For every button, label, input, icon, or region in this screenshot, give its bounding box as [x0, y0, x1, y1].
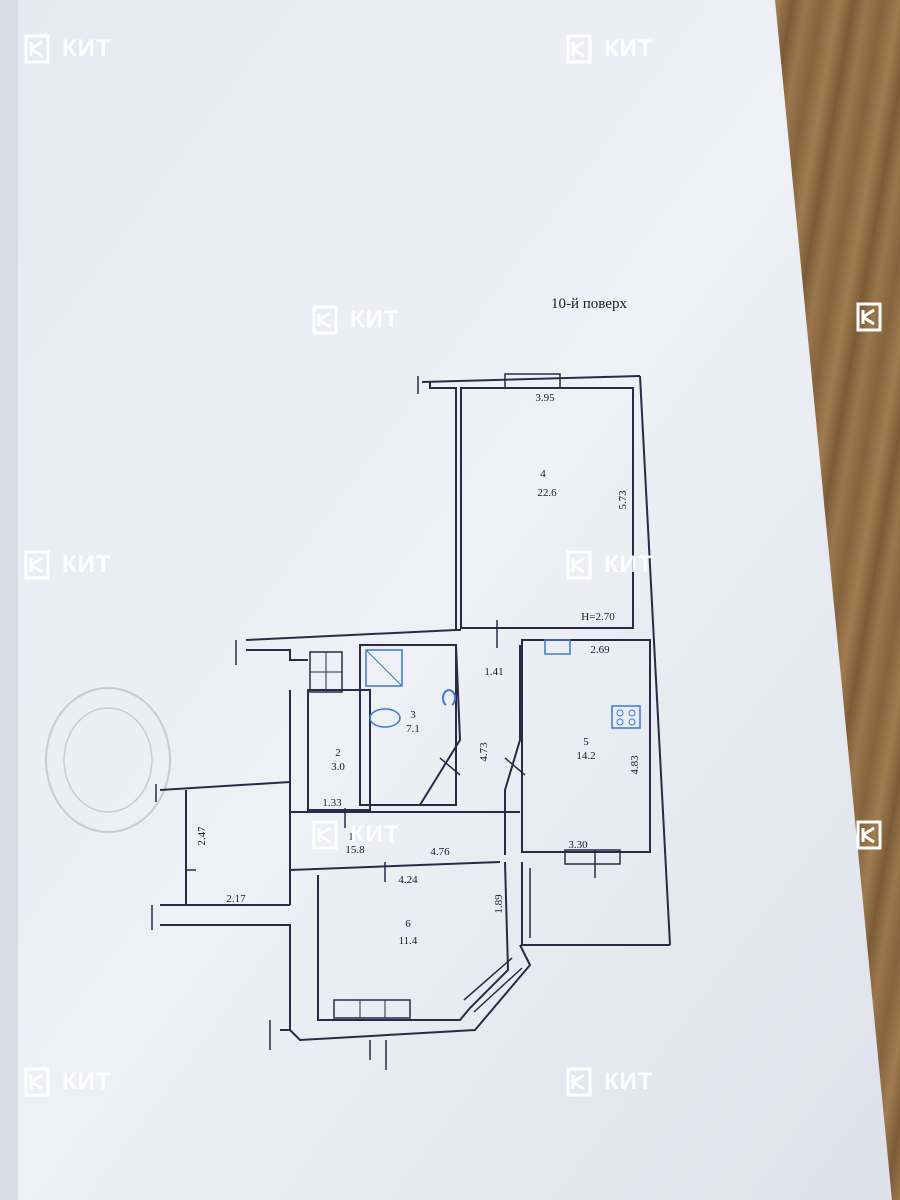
room-4-area: 22.6	[537, 487, 557, 499]
room-3-area: 7.1	[406, 723, 420, 735]
room-6-area: 11.4	[399, 935, 418, 947]
room-2-area: 3.0	[331, 761, 345, 773]
kit-logo-icon	[566, 1067, 592, 1097]
room-5-outline	[521, 639, 651, 853]
watermark-logo: КИТ	[308, 303, 400, 337]
kit-logo-icon	[856, 820, 882, 850]
room-1-number: 1	[348, 831, 354, 843]
room-2-number: 2	[335, 747, 341, 759]
kit-logo-icon	[566, 34, 592, 64]
dimension-label: 2.47	[196, 826, 208, 846]
watermark-logo: КИТ	[20, 1065, 112, 1099]
kit-logo-icon	[24, 550, 50, 580]
kit-logo-icon	[856, 302, 882, 332]
ceiling-height: H=2.70	[581, 611, 615, 623]
watermark-logo: КИТ	[562, 1065, 654, 1099]
room-1-area: 15.8	[345, 844, 365, 856]
room-6-number: 6	[405, 918, 411, 930]
room-5-area: 14.2	[576, 750, 595, 762]
room-4-outline	[460, 387, 634, 629]
room-4-number: 4	[540, 468, 546, 480]
dimension-label: 4.24	[398, 874, 418, 886]
dimension-label: 2.69	[590, 644, 610, 656]
dimension-label: 4.83	[629, 755, 641, 775]
watermark-logo-partial	[852, 818, 886, 852]
watermark-text: КИТ	[350, 306, 400, 333]
room-6-outline	[317, 861, 510, 1021]
watermark-text: КИТ	[604, 1068, 654, 1095]
room-3-number: 3	[410, 709, 416, 721]
dimension-label: 5.73	[617, 490, 629, 510]
watermark-logo: КИТ	[562, 548, 654, 582]
dimension-label: 1.33	[322, 797, 342, 809]
watermark-text: КИТ	[604, 35, 654, 62]
kit-logo-icon	[566, 550, 592, 580]
kit-logo-icon	[24, 1067, 50, 1097]
room-5-number: 5	[583, 736, 589, 748]
kit-logo-icon	[312, 305, 338, 335]
floor-title: 10-й поверх	[551, 296, 627, 312]
dimension-label: 4.73	[478, 742, 490, 762]
watermark-logo: КИТ	[562, 32, 654, 66]
dimension-label: 2.17	[226, 893, 246, 905]
watermark-text: КИТ	[62, 1068, 112, 1095]
kit-logo-icon	[24, 34, 50, 64]
dimension-label: 1.41	[484, 666, 503, 678]
watermark-text: КИТ	[350, 821, 400, 848]
dimension-label: 3.95	[535, 392, 555, 404]
watermark-text: КИТ	[62, 551, 112, 578]
dimension-label: 1.89	[493, 894, 505, 914]
dimension-label: 4.76	[430, 846, 450, 858]
watermark-text: КИТ	[62, 35, 112, 62]
room-2-outline	[307, 689, 371, 811]
stamp-seal	[45, 687, 171, 833]
watermark-logo: КИТ	[20, 548, 112, 582]
watermark-logo: КИТ	[308, 818, 400, 852]
room-3-outline	[359, 644, 457, 806]
watermark-logo-partial	[852, 300, 886, 334]
watermark-text: КИТ	[604, 551, 654, 578]
dimension-label: 3.30	[568, 839, 588, 851]
watermark-logo: КИТ	[20, 32, 112, 66]
kit-logo-icon	[312, 820, 338, 850]
